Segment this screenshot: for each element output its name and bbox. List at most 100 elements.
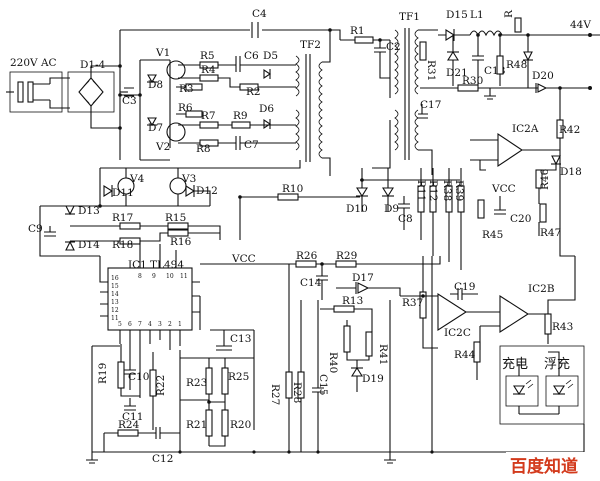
label-vcc-mid: VCC bbox=[491, 183, 516, 195]
watermark-baidu-zhidao: 百度知道 bbox=[510, 456, 578, 477]
resistor-r-shunt bbox=[514, 17, 522, 33]
label-r18: R18 bbox=[112, 239, 133, 251]
label-r30: R30 bbox=[462, 75, 483, 87]
label-r21: R21 bbox=[186, 419, 207, 431]
label-c2: C2 bbox=[386, 41, 401, 53]
label-r3: R3 bbox=[179, 83, 194, 95]
capacitor-c8 bbox=[398, 196, 410, 230]
label-r45: R45 bbox=[482, 229, 503, 241]
label-r23: R23 bbox=[186, 377, 207, 389]
label-r8: R8 bbox=[196, 143, 211, 155]
driver-transistors: V4 V3 D11 D12 R10 bbox=[99, 160, 360, 240]
label-c7: C7 bbox=[244, 139, 259, 151]
resistor-r47 bbox=[539, 203, 547, 223]
label-c12: C12 bbox=[152, 453, 173, 465]
label-r2: R2 bbox=[246, 86, 261, 98]
label-c3: C3 bbox=[122, 95, 137, 107]
label-d15: D15 bbox=[446, 9, 468, 21]
junction-dots bbox=[98, 28, 562, 404]
label-r7: R7 bbox=[201, 110, 216, 122]
resistor-r29 bbox=[335, 260, 357, 268]
label-d14: D14 bbox=[78, 239, 100, 251]
resistor-r43 bbox=[544, 313, 552, 335]
label-r26: R26 bbox=[296, 250, 318, 262]
label-r13: R13 bbox=[342, 295, 363, 307]
opamp-ic2c bbox=[437, 292, 468, 332]
timing-network: C13 R19 C10 C11 R22 R23 R25 R21 R20 R27 … bbox=[91, 264, 329, 465]
label-r15: R15 bbox=[165, 212, 186, 224]
ic1-pin-bottom-0: 5 bbox=[118, 321, 122, 328]
label-d6: D6 bbox=[259, 103, 274, 115]
diode-output-return bbox=[537, 83, 548, 93]
label-c10: C10 bbox=[128, 371, 149, 383]
label-r5: R5 bbox=[200, 50, 215, 62]
label-r4: R4 bbox=[201, 64, 216, 76]
label-c19: C19 bbox=[454, 281, 475, 293]
capacitor-c15 bbox=[312, 380, 324, 404]
ic1-pin-top-1: 9 bbox=[152, 273, 156, 280]
ic1-pin-top-0: 8 bbox=[138, 273, 142, 280]
label-c14: C14 bbox=[300, 277, 322, 289]
watermark-backdrop bbox=[506, 452, 594, 476]
diode-d7 bbox=[147, 117, 157, 127]
label-charge: 充电 bbox=[502, 356, 528, 372]
resistor-r30 bbox=[457, 84, 479, 92]
ic1-pin-left-4: 12 bbox=[111, 307, 119, 314]
capacitor-c14 bbox=[316, 264, 328, 300]
label-r37: R37 bbox=[402, 297, 423, 309]
label-tl494: TL494 bbox=[150, 259, 184, 271]
ic1-pin-left-3: 13 bbox=[111, 299, 119, 306]
resistor-r1 bbox=[354, 36, 374, 44]
label-r16: R16 bbox=[170, 236, 192, 248]
ic1-pin-bottom-2: 7 bbox=[138, 321, 142, 328]
label-d7: D7 bbox=[148, 122, 163, 134]
ic1-tl494: IC1 TL494 bbox=[99, 240, 200, 360]
label-r41: R41 bbox=[377, 344, 389, 365]
charge-indicator: 充电 浮充 bbox=[499, 345, 585, 425]
label-ic1: IC1 bbox=[128, 259, 147, 271]
label-r24: R24 bbox=[118, 419, 140, 431]
label-r42: R42 bbox=[559, 124, 580, 136]
ic1-pin-left-0: 16 bbox=[111, 275, 119, 282]
ic2a-section: IC2A R42 D18 R46 VCC C20 R45 R47 bbox=[470, 88, 582, 257]
opamp-ic2b bbox=[499, 294, 530, 334]
diode-d10 bbox=[356, 187, 368, 198]
resistor-r26 bbox=[295, 260, 317, 268]
ic1-pin-bottom-1: 6 bbox=[128, 321, 132, 328]
label-float-charge: 浮充 bbox=[544, 356, 570, 372]
label-r1: R1 bbox=[350, 25, 365, 37]
capacitor-c11 bbox=[124, 398, 136, 411]
capacitor-c19 bbox=[450, 288, 478, 300]
capacitor-c20 bbox=[494, 196, 506, 215]
diode-d18 bbox=[551, 155, 561, 166]
label-d9: D9 bbox=[384, 203, 399, 215]
capacitor-c2 bbox=[374, 40, 390, 79]
diode-d14 bbox=[65, 240, 75, 251]
label-r31: R31 bbox=[425, 60, 437, 81]
indicator-frame bbox=[499, 345, 585, 425]
diode-d9 bbox=[382, 187, 394, 198]
transformer-tf2: TF2 bbox=[295, 30, 331, 176]
label-c6: C6 bbox=[244, 50, 259, 62]
diode-d12 bbox=[185, 185, 196, 197]
capacitor-c18 bbox=[472, 35, 484, 86]
label-r44: R44 bbox=[454, 349, 476, 361]
label-r47: R47 bbox=[540, 227, 561, 239]
diode-d21 bbox=[447, 50, 459, 61]
capacitor-c12 bbox=[104, 427, 180, 439]
label-output-voltage: 44V bbox=[570, 19, 591, 31]
label-vcc-left: VCC bbox=[231, 253, 256, 265]
label-c11: C11 bbox=[122, 411, 143, 423]
label-v1: V1 bbox=[155, 47, 170, 59]
resistor-r19 bbox=[117, 361, 125, 389]
label-r25: R25 bbox=[228, 371, 249, 383]
label-r22: R22 bbox=[155, 375, 167, 396]
label-ic2a: IC2A bbox=[512, 123, 539, 135]
label-d21: D21 bbox=[446, 67, 468, 79]
label-r43: R43 bbox=[552, 321, 573, 333]
ic1-body bbox=[107, 267, 193, 331]
capacitor-c10 bbox=[124, 352, 136, 390]
ic1-pin-top-2: 10 bbox=[166, 273, 174, 280]
